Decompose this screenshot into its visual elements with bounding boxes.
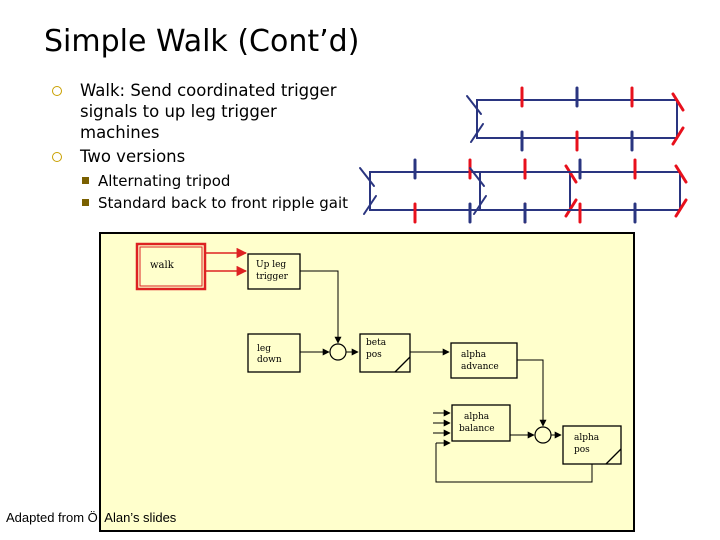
slide-title: Simple Walk (Cont’d) [44,24,360,59]
up-leg-trigger-label: Up leg [256,260,286,270]
svg-text:down: down [257,355,282,365]
svg-text:balance: balance [459,424,495,434]
hexapod-robot [469,158,688,224]
svg-text:trigger: trigger [256,272,289,282]
svg-text:leg: leg [257,344,271,354]
up-leg-trigger-label: trigger [256,272,289,282]
beta-pos-box [359,333,411,373]
bullet-item: Two versions [52,146,352,167]
bullet-circle-icon [52,152,62,162]
walk-machine-box [135,242,207,291]
bullet-text: Two versions [80,147,186,166]
gait-illustrations [359,86,688,224]
leg-down-label: down [257,355,282,365]
beta-pos-label: beta [366,338,387,348]
attribution-credit: Adapted from Ö. Alan’s slides [6,510,177,525]
alpha-pos-label: alpha [574,433,600,443]
bullet-list: Walk: Send coordinated trigger signals t… [52,80,352,214]
sub-bullet-item: Standard back to front ripple gait [52,192,352,214]
bullet-circle-icon [52,86,62,96]
bullet-text: Walk: Send coordinated trigger signals t… [80,81,337,142]
svg-text:alpha: alpha [464,412,490,422]
bullet-square-icon [82,199,89,206]
hexapod-robot [359,158,578,224]
diagram-panel [99,232,635,532]
alpha-balance-label: balance [459,424,495,434]
alpha-pos-label: pos [574,445,590,455]
bullet-item: Walk: Send coordinated trigger signals t… [52,80,352,143]
alpha-balance-label: alpha [464,412,490,422]
alpha-advance-label: alpha [461,350,487,360]
svg-text:pos: pos [574,445,590,455]
alpha-balance-box [451,404,511,442]
alpha-advance-label: advance [461,362,499,372]
sub-bullet-text: Standard back to front ripple gait [98,194,349,212]
leg-down-label: leg [257,344,271,354]
svg-text:advance: advance [461,362,499,372]
hexapod-robot [466,86,685,152]
svg-text:alpha: alpha [574,433,600,443]
sub-bullet-item: Alternating tripod [52,170,352,192]
svg-text:alpha: alpha [461,350,487,360]
svg-text:pos: pos [366,350,382,360]
svg-text:Up leg: Up leg [256,260,286,270]
beta-pos-label: pos [366,350,382,360]
walk-label: walk [150,260,175,271]
sub-bullet-text: Alternating tripod [98,172,231,190]
bullet-square-icon [82,177,89,184]
svg-text:beta: beta [366,338,387,348]
leg-down-box [247,333,301,373]
